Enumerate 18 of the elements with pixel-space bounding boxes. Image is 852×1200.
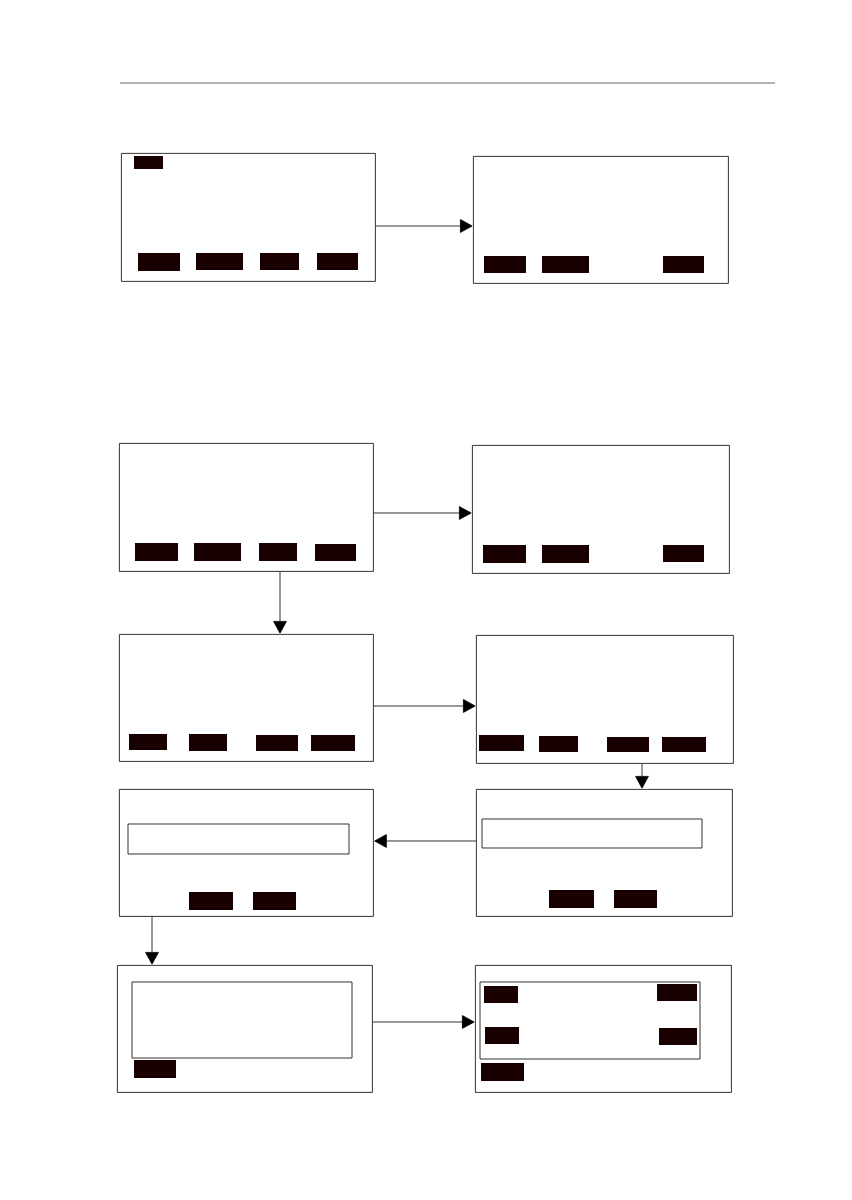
arrow [375, 219, 473, 233]
arrow [373, 506, 472, 520]
screen-box [117, 965, 373, 1093]
arrow [635, 763, 649, 789]
arrow [145, 916, 159, 965]
screen-box [475, 965, 732, 1093]
arrow [372, 1015, 475, 1029]
screen-box [119, 634, 374, 762]
screen-box [119, 443, 374, 572]
arrow [273, 571, 287, 634]
screen-box [119, 789, 374, 917]
screen-box [472, 445, 730, 574]
screen-box [473, 156, 729, 284]
arrow [374, 834, 477, 848]
arrow [373, 699, 476, 713]
screen-box [476, 635, 734, 764]
screen-box [476, 789, 733, 917]
screen-box [121, 153, 376, 282]
